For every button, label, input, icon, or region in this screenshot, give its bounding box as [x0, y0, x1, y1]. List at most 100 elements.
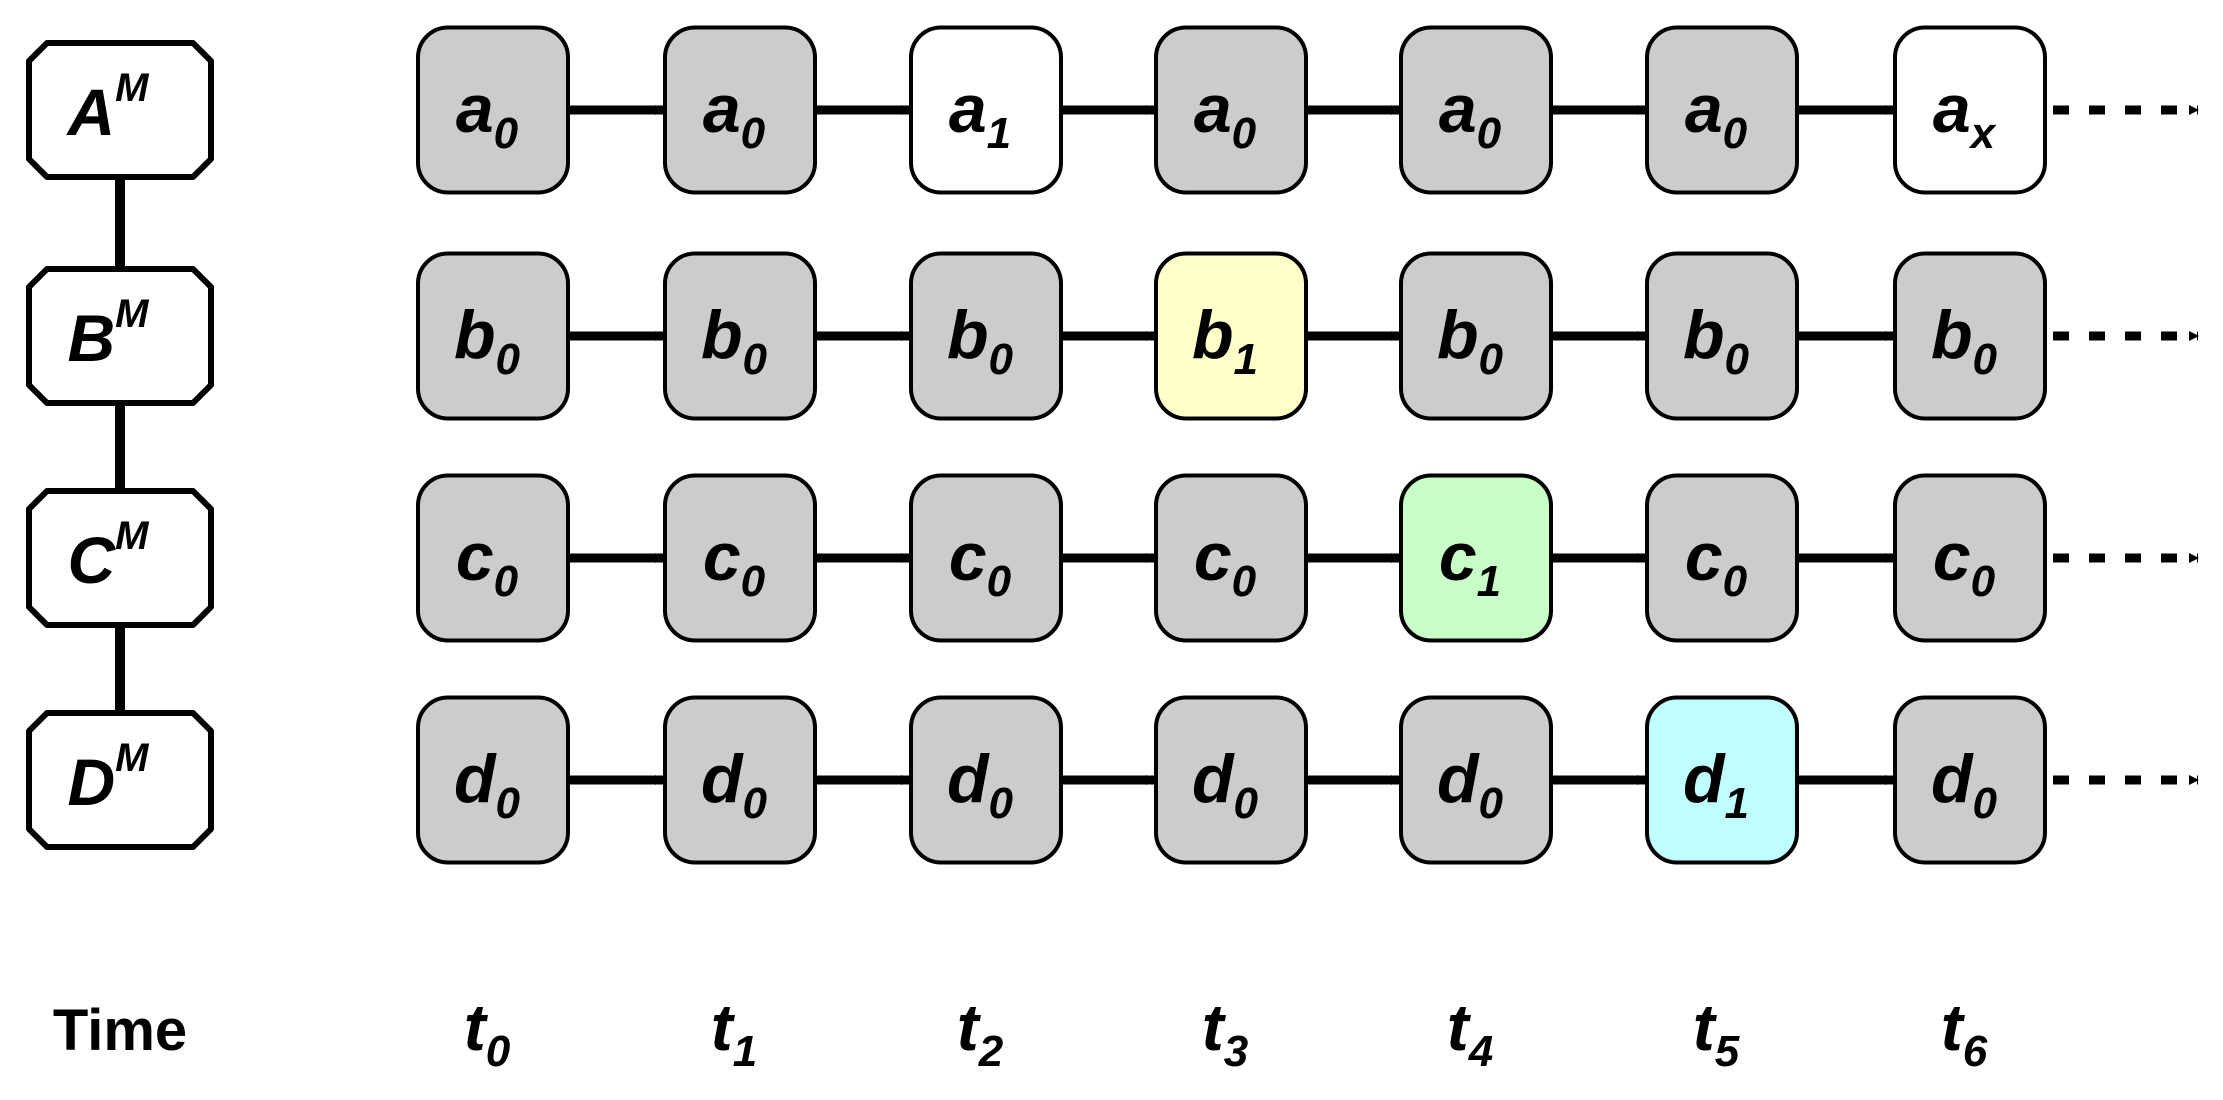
state-cell: d0	[1893, 695, 2047, 865]
state-cell-label: b0	[1931, 297, 1998, 384]
state-cell-label: c0	[456, 519, 519, 606]
state-cell: c0	[663, 473, 817, 643]
state-cell-box	[1154, 695, 1308, 865]
state-cell-label: b0	[454, 297, 521, 384]
variable-node-box	[26, 40, 214, 180]
state-cell: b0	[1399, 251, 1553, 421]
state-cell-box	[1399, 25, 1553, 195]
state-cells: a0 a0 a1 a0 a0 a0 ax b0 b0 b0 b1 b0 b0 b0 c0 c0 c0 c0 c1 c0…	[416, 25, 2047, 865]
state-cell-label: c0	[1933, 519, 1996, 606]
state-cell-label: d0	[454, 741, 521, 828]
time-label: Time	[53, 998, 187, 1063]
variable-node-box	[26, 488, 214, 628]
state-cell-box	[1893, 695, 2047, 865]
transition-arrows	[568, 105, 1895, 785]
state-cell-box	[1893, 473, 2047, 643]
variable-node-label: AM	[66, 66, 151, 149]
variable-node-label: BM	[68, 292, 151, 375]
time-step-label: t5	[1693, 990, 1740, 1076]
state-cell: d0	[1399, 695, 1553, 865]
state-cell: ax	[1893, 25, 2047, 195]
state-cell: b0	[663, 251, 817, 421]
state-cell: c0	[416, 473, 570, 643]
state-cell-box	[416, 25, 570, 195]
state-cell: a0	[1399, 25, 1553, 195]
state-cell-label: a0	[1685, 71, 1748, 158]
state-cell-label: d0	[947, 741, 1014, 828]
state-cell-label: a0	[703, 71, 766, 158]
variable-node-label: DM	[68, 736, 151, 819]
state-cell: d0	[909, 695, 1063, 865]
state-cell: c0	[1893, 473, 2047, 643]
state-cell-label: a1	[949, 71, 1011, 158]
state-cell-label: b0	[701, 297, 768, 384]
state-cell-label: c0	[1194, 519, 1257, 606]
time-step-label: t2	[957, 990, 1004, 1076]
state-cell-label: b0	[1683, 297, 1750, 384]
state-cell-box	[1399, 695, 1553, 865]
state-cell-box	[1645, 251, 1799, 421]
state-cell: d1	[1645, 695, 1799, 865]
state-cell-box	[416, 473, 570, 643]
state-cell-box	[1645, 25, 1799, 195]
state-cell: b1	[1154, 251, 1308, 421]
state-cell-box	[1893, 25, 2047, 195]
variable-node-d: DM	[26, 710, 214, 850]
state-cell-box	[663, 25, 817, 195]
variable-node-box	[26, 266, 214, 406]
continuation-arrows	[2053, 105, 2199, 785]
state-cell: c0	[1645, 473, 1799, 643]
time-step-label: t6	[1941, 990, 1988, 1076]
state-cell-box	[1154, 473, 1308, 643]
variable-node-b: BM	[26, 266, 214, 406]
variable-node-box	[26, 710, 214, 850]
state-cell: b0	[1893, 251, 2047, 421]
state-cell-label: b1	[1192, 297, 1258, 384]
variable-node-c: CM	[26, 488, 214, 628]
state-cell: c1	[1399, 473, 1553, 643]
state-cell-label: b0	[1437, 297, 1504, 384]
state-cell: d0	[663, 695, 817, 865]
state-cell: c0	[1154, 473, 1308, 643]
state-cell: a1	[909, 25, 1063, 195]
state-cell-label: d1	[1683, 741, 1749, 828]
state-cell: b0	[909, 251, 1063, 421]
variable-nodes: AM BM CM DM	[26, 40, 214, 850]
state-cell-label: d0	[1192, 741, 1259, 828]
variable-node-label: CM	[68, 514, 151, 597]
state-cell-label: d0	[1931, 741, 1998, 828]
state-cell-label: a0	[1194, 71, 1257, 158]
state-cell-box	[909, 25, 1063, 195]
state-cell-box	[663, 695, 817, 865]
state-cell-box	[1399, 473, 1553, 643]
state-cell-box	[1645, 473, 1799, 643]
state-cell-label: a0	[456, 71, 519, 158]
state-cell-label: c0	[703, 519, 766, 606]
state-cell: a0	[663, 25, 817, 195]
state-cell-box	[416, 251, 570, 421]
state-cell-box	[663, 473, 817, 643]
state-cell: d0	[1154, 695, 1308, 865]
state-cell-label: d0	[701, 741, 768, 828]
state-cell: a0	[1645, 25, 1799, 195]
state-cell: c0	[909, 473, 1063, 643]
state-cell-box	[663, 251, 817, 421]
state-cell: b0	[416, 251, 570, 421]
state-cell-box	[1154, 251, 1308, 421]
state-cell: b0	[1645, 251, 1799, 421]
variable-node-a: AM	[26, 40, 214, 180]
state-cell-box	[1399, 251, 1553, 421]
state-cell: a0	[1154, 25, 1308, 195]
time-step-label: t4	[1447, 990, 1493, 1076]
state-cell-box	[1645, 695, 1799, 865]
state-cell: d0	[416, 695, 570, 865]
time-step-label: t1	[711, 990, 757, 1076]
state-cell-box	[909, 251, 1063, 421]
time-step-label: t0	[464, 990, 511, 1076]
state-cell-box	[1893, 251, 2047, 421]
state-cell-label: ax	[1933, 71, 1997, 158]
state-cell-label: c0	[949, 519, 1012, 606]
state-cell-box	[416, 695, 570, 865]
